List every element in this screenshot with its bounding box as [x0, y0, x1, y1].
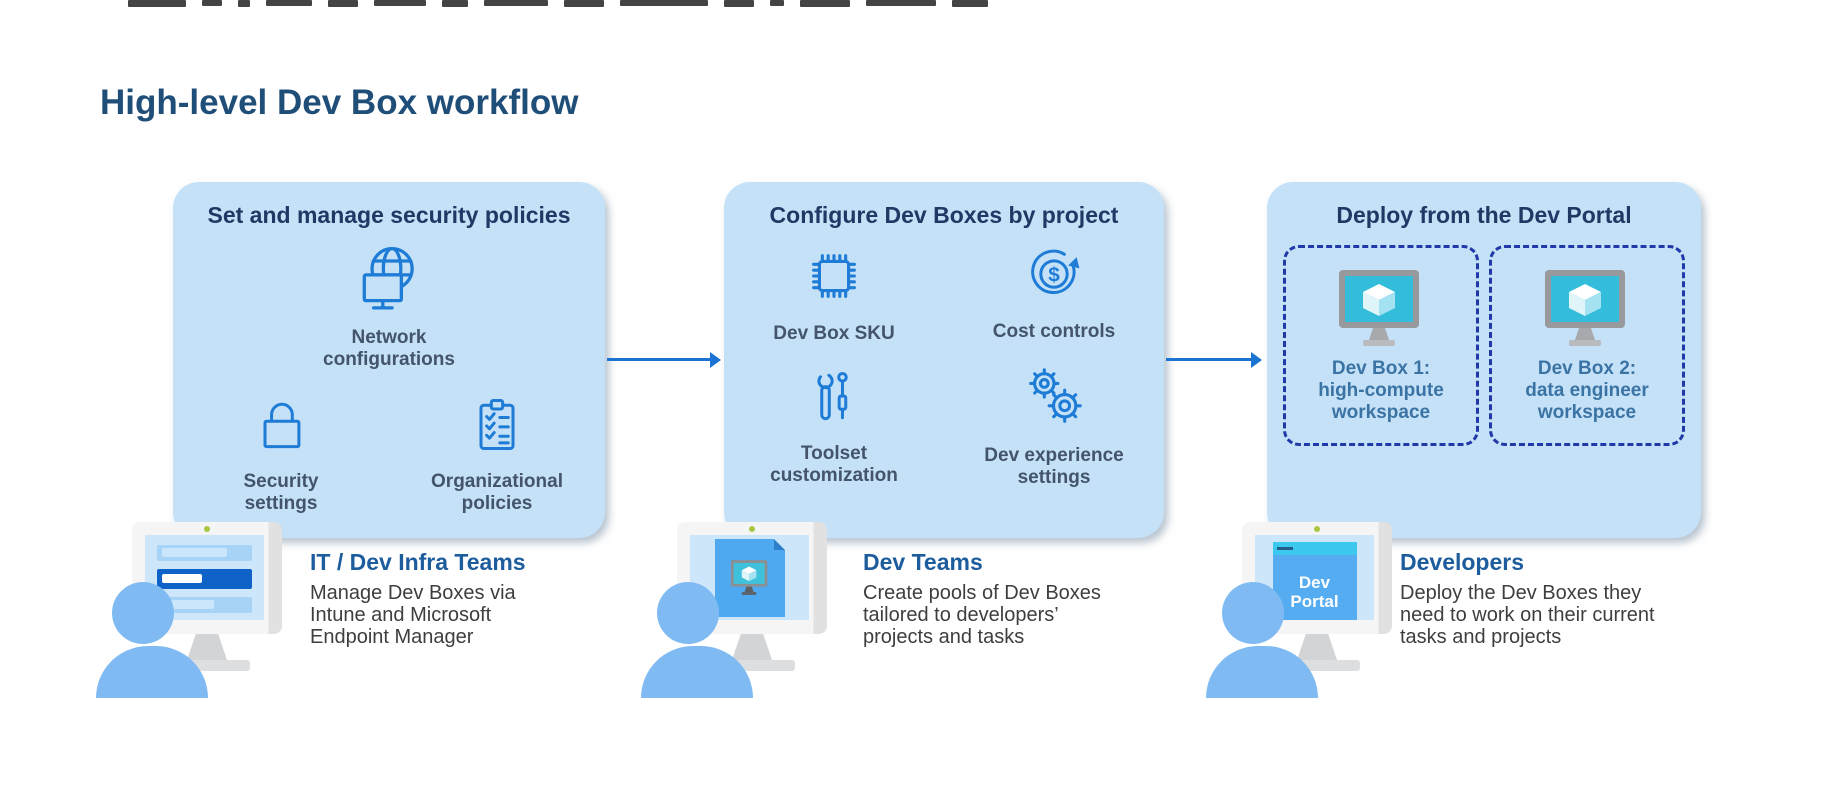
- feature-label: Organizational policies: [431, 471, 563, 514]
- cropped-text-segment: [866, 0, 936, 6]
- panel-deploy-dev-portal: Deploy from the Dev Portal Dev Box 1: hi…: [1267, 182, 1701, 538]
- developer-illustration: Dev Portal: [1206, 522, 1422, 698]
- cropped-text-segment: [202, 0, 222, 6]
- dev-team-illustration: [641, 522, 857, 698]
- form-bar: [157, 597, 252, 613]
- feature-dev-box-sku: Dev Box SKU: [724, 243, 944, 345]
- feature-label: Network configurations: [323, 327, 455, 370]
- feature-label: Cost controls: [992, 321, 1116, 342]
- feature-label: Dev experience settings: [984, 445, 1124, 488]
- feature-organizational-policies: Organizational policies: [389, 393, 605, 515]
- feature-label: Dev Box SKU: [773, 323, 895, 344]
- it-admin-illustration: [96, 522, 312, 698]
- feature-row: Dev Box SKU $ Cost controls: [724, 243, 1164, 345]
- actor-title: IT / Dev Infra Teams: [310, 549, 526, 575]
- form-bar-selected: [157, 569, 252, 589]
- feature-row: Security settings Organizational policie…: [173, 393, 605, 515]
- devbox-monitor-icon: [1339, 270, 1419, 346]
- person-icon: [1222, 582, 1284, 644]
- cropped-text-segment: [328, 0, 358, 7]
- cpu-chip-icon: [812, 254, 856, 298]
- monitor-base: [164, 660, 250, 671]
- cropped-text-segment: [374, 0, 426, 6]
- dev-portal-label: Dev Portal: [1290, 572, 1339, 611]
- feature-dev-experience-settings: Dev experience settings: [944, 365, 1164, 489]
- flow-arrow-2: [1166, 351, 1262, 368]
- dev-box-1-card: Dev Box 1: high-compute workspace: [1283, 245, 1479, 446]
- actor-title: Developers: [1400, 549, 1525, 575]
- page-title: High-level Dev Box workflow: [100, 83, 579, 123]
- window-titlebar: [1272, 542, 1357, 555]
- devbox-monitor-icon: [730, 560, 767, 595]
- network-globe-monitor-icon: [362, 247, 414, 310]
- cropped-text-segment: [724, 0, 754, 7]
- cropped-text-segment: [238, 0, 250, 7]
- person-icon: [112, 582, 174, 644]
- actor-title: Dev Teams: [863, 549, 983, 575]
- app-window: [714, 538, 785, 617]
- cropped-text-segment: [620, 0, 708, 6]
- feature-network-configurations: Network configurations: [173, 243, 605, 371]
- gears-icon: [1029, 368, 1082, 423]
- cropped-text-segment: [442, 0, 468, 7]
- cropped-text-segment: [800, 0, 850, 7]
- lock-icon: [263, 402, 301, 449]
- feature-security-settings: Security settings: [173, 393, 389, 515]
- svg-text:$: $: [1048, 264, 1060, 287]
- actor-text-dev-teams: Dev Teams Create pools of Dev Boxes tail…: [863, 549, 1101, 648]
- cropped-text-segment: [484, 0, 548, 6]
- dev-box-label: Dev Box 1: high-compute workspace: [1318, 358, 1444, 423]
- feature-cost-controls: $ Cost controls: [944, 243, 1164, 345]
- actor-text-it: IT / Dev Infra Teams Manage Dev Boxes vi…: [310, 549, 526, 648]
- cropped-text-segment: [128, 0, 186, 7]
- dev-box-2-card: Dev Box 2: data engineer workspace: [1489, 245, 1685, 446]
- monitor-stand: [1297, 634, 1337, 660]
- form-bar: [157, 545, 252, 561]
- devbox-pool-screen: [690, 535, 809, 620]
- person-icon: [657, 582, 719, 644]
- panel-configure-dev-boxes: Configure Dev Boxes by project Dev Box S…: [724, 182, 1164, 538]
- actor-description: Deploy the Dev Boxes they need to work o…: [1400, 582, 1655, 648]
- cropped-text-segment: [564, 0, 604, 7]
- panel-title: Set and manage security policies: [207, 202, 571, 228]
- panel-title: Configure Dev Boxes by project: [769, 202, 1119, 228]
- panel-security-policies: Set and manage security policies Network…: [173, 182, 605, 538]
- feature-label: Security settings: [243, 471, 319, 514]
- clipboard-checklist-icon: [479, 399, 515, 451]
- actor-description: Create pools of Dev Boxes tailored to de…: [863, 582, 1101, 648]
- dev-box-list: Dev Box 1: high-compute workspace Dev Bo…: [1283, 245, 1685, 446]
- feature-label: Toolset customization: [770, 443, 898, 486]
- cropped-top-text: [128, 0, 988, 8]
- monitor-base: [1274, 660, 1360, 671]
- monitor-base: [709, 660, 795, 671]
- feature-row: Toolset customization: [724, 365, 1164, 489]
- cost-cycle-icon: $: [1031, 249, 1080, 295]
- dev-portal-window: Dev Portal: [1272, 542, 1357, 620]
- feature-toolset-customization: Toolset customization: [724, 365, 944, 489]
- monitor-stand: [732, 634, 772, 660]
- panel-title: Deploy from the Dev Portal: [1336, 202, 1632, 228]
- actor-text-developers: Developers Deploy the Dev Boxes they nee…: [1400, 549, 1655, 648]
- cropped-text-segment: [952, 0, 988, 7]
- actor-description: Manage Dev Boxes via Intune and Microsof…: [310, 582, 516, 648]
- devbox-monitor-icon: [1545, 270, 1625, 346]
- monitor-stand: [187, 634, 227, 660]
- toolset-icon: [817, 371, 848, 421]
- cropped-text-segment: [266, 0, 312, 6]
- dev-box-label: Dev Box 2: data engineer workspace: [1525, 358, 1649, 423]
- flow-arrow-1: [607, 351, 721, 368]
- cropped-text-segment: [770, 0, 784, 6]
